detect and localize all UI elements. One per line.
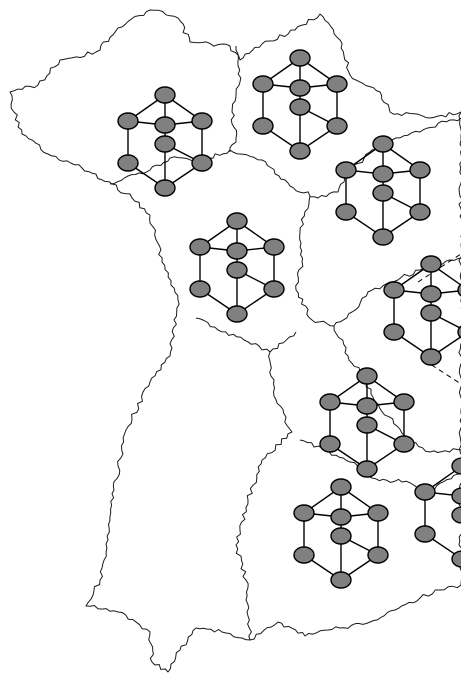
cluster-node [327,76,347,92]
cluster-node [190,239,210,255]
cluster-node [253,76,273,92]
cluster-node [294,547,314,563]
cluster-node [192,113,212,129]
cluster-node [331,479,351,495]
region-borders [10,10,461,672]
cluster-node [227,213,247,229]
cluster-node [452,507,461,523]
cluster-node [320,436,340,452]
cluster-node [336,162,356,178]
cluster-node [294,505,314,521]
cluster-node [331,572,351,588]
cluster-node [368,547,388,563]
cluster-node [368,505,388,521]
cluster-node [357,368,377,384]
cluster-node [327,118,347,134]
cluster-node [290,80,310,96]
cluster-node [155,180,175,196]
cluster-node [421,286,441,302]
cluster-node [190,281,210,297]
cluster-node [421,256,441,272]
cluster-node [415,526,435,542]
cluster-node [227,306,247,322]
cluster-node [118,113,138,129]
cluster-node [357,417,377,433]
cluster-node [421,349,441,365]
cluster-node [227,262,247,278]
region-border-6 [334,326,461,453]
cluster-node [410,204,430,220]
node-clusters [118,50,461,588]
cluster-node [118,155,138,171]
cluster-node [192,155,212,171]
cluster-node [290,99,310,115]
node-cluster-2 [253,50,347,159]
node-cluster-3 [336,136,430,245]
node-cluster-8 [415,458,461,567]
cluster-node [290,50,310,66]
cluster-node [357,461,377,477]
cluster-node [373,229,393,245]
node-cluster-6 [320,368,414,477]
cluster-node [373,185,393,201]
cluster-node [384,282,404,298]
cluster-node [331,528,351,544]
cluster-node [155,87,175,103]
cluster-node [155,117,175,133]
region-border-5 [236,352,292,640]
cluster-node [264,281,284,297]
cluster-node [410,162,430,178]
node-cluster-5 [384,256,461,365]
cluster-node [357,398,377,414]
region-border-2 [230,46,241,152]
cluster-node [373,166,393,182]
cluster-node [394,394,414,410]
cluster-node [452,488,461,504]
node-cluster-4 [190,213,284,322]
node-cluster-1 [118,87,212,196]
region-border-4 [196,318,296,352]
cluster-node [373,136,393,152]
cluster-node [264,239,284,255]
cluster-node [320,394,340,410]
cluster-node [394,436,414,452]
outer-boundary [10,10,461,672]
node-cluster-7 [294,479,388,588]
cluster-node [415,484,435,500]
cluster-node [384,324,404,340]
cluster-node [290,143,310,159]
cluster-node [227,243,247,259]
cluster-node [421,305,441,321]
cluster-node [155,136,175,152]
cluster-node [336,204,356,220]
cluster-node [331,509,351,525]
cluster-node [253,118,273,134]
